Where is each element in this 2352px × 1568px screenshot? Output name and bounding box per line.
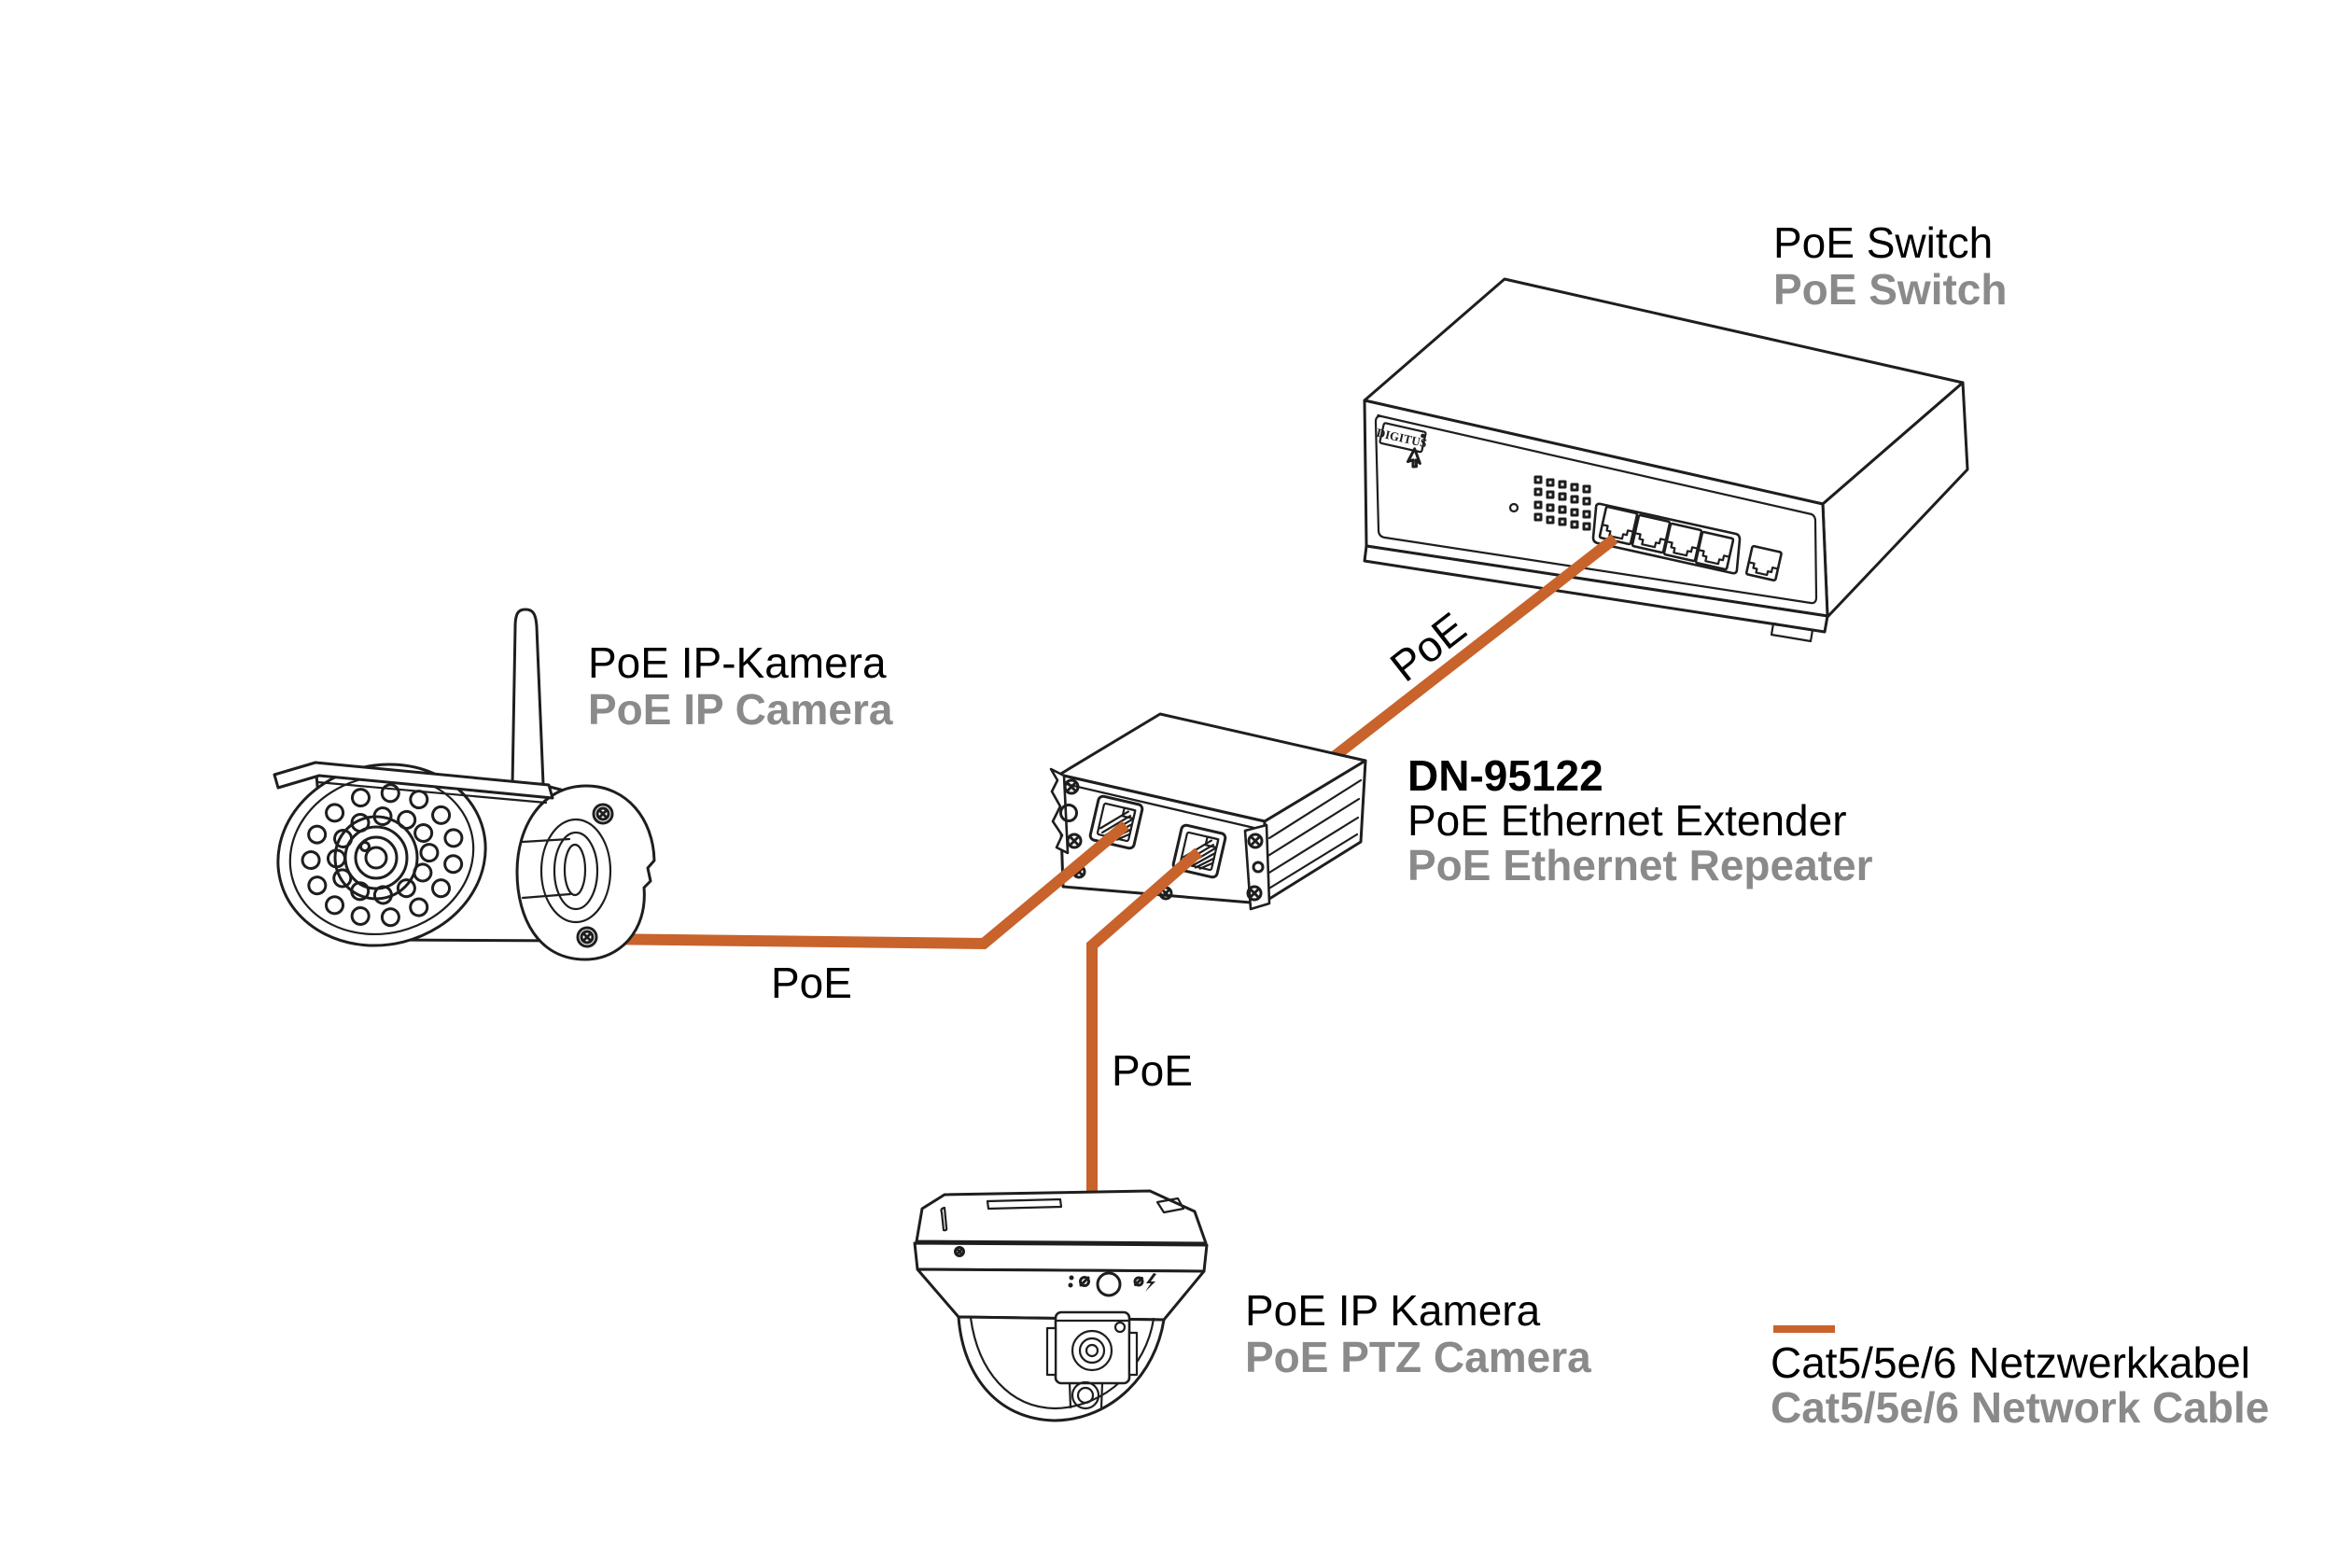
extender-port-1 bbox=[1088, 794, 1144, 850]
camera-antenna bbox=[511, 608, 545, 788]
extender-left-flange bbox=[1049, 767, 1070, 855]
ptz-camera-label: PoE IP Kamera PoE PTZ Camera bbox=[1245, 1287, 1591, 1380]
poe-switch-illustration: DIGITUS bbox=[1363, 277, 1969, 643]
poe-ethernet-extender-illustration bbox=[1049, 712, 1367, 911]
switch-port-1 bbox=[1598, 505, 1639, 546]
network-cable-ptz bbox=[1086, 847, 1202, 1206]
extender-model: DN-95122 bbox=[1407, 751, 1603, 800]
extender-label-en: PoE Ethernet Repeater bbox=[1407, 841, 1873, 889]
camera-hood bbox=[273, 761, 554, 800]
ptz-camera-label-en: PoE PTZ Camera bbox=[1245, 1333, 1591, 1381]
legend-label: Cat5/5e/6 Netzwerkkabel Cat5/5e/6 Networ… bbox=[1771, 1340, 2269, 1430]
switch-vents bbox=[1533, 475, 1591, 531]
cable-label-ptz-camera: PoE bbox=[1112, 1046, 1193, 1095]
digitus-logo: DIGITUS bbox=[1375, 422, 1428, 469]
extender-label-de: PoE Ethernet Extender bbox=[1407, 796, 1847, 845]
switch-led bbox=[1508, 502, 1519, 513]
extender-flange-screws bbox=[1059, 778, 1083, 849]
cable-label-ip-camera: PoE bbox=[771, 959, 852, 1007]
legend-cable-swatch bbox=[1773, 1325, 1835, 1333]
switch-port-4 bbox=[1694, 530, 1735, 571]
dome-top-slot bbox=[986, 1197, 1063, 1211]
camera-mount-screws bbox=[576, 803, 614, 948]
camera-lens bbox=[333, 815, 419, 901]
ip-camera-label-en: PoE IP Camera bbox=[588, 685, 893, 734]
network-cable-camera bbox=[596, 820, 1129, 950]
poe-ptz-camera-illustration bbox=[913, 1189, 1209, 1422]
switch-label-de: PoE Switch bbox=[1773, 218, 1994, 267]
dome-camera-module bbox=[1045, 1310, 1139, 1410]
ptz-camera-label-de: PoE IP Kamera bbox=[1245, 1286, 1541, 1335]
poe-ip-camera-illustration bbox=[273, 608, 656, 961]
extender-label: DN-95122 PoE Ethernet Extender PoE Ether… bbox=[1407, 753, 1872, 888]
network-cable-switch bbox=[1322, 534, 1618, 768]
legend-label-de: Cat5/5e/6 Netzwerkkabel bbox=[1771, 1338, 2250, 1387]
ip-camera-label: PoE IP-Kamera PoE IP Camera bbox=[588, 639, 892, 733]
dome-button-icon bbox=[1096, 1271, 1122, 1297]
switch-label-en: PoE Switch bbox=[1773, 265, 2008, 314]
switch-label: PoE Switch PoE Switch bbox=[1773, 219, 2007, 313]
dome-indicator-icons bbox=[1068, 1271, 1156, 1297]
ip-camera-label-de: PoE IP-Kamera bbox=[588, 638, 887, 687]
legend-label-en: Cat5/5e/6 Network Cable bbox=[1771, 1383, 2270, 1432]
switch-uplink-port bbox=[1744, 544, 1783, 582]
power-lightning-icon bbox=[1145, 1273, 1156, 1292]
